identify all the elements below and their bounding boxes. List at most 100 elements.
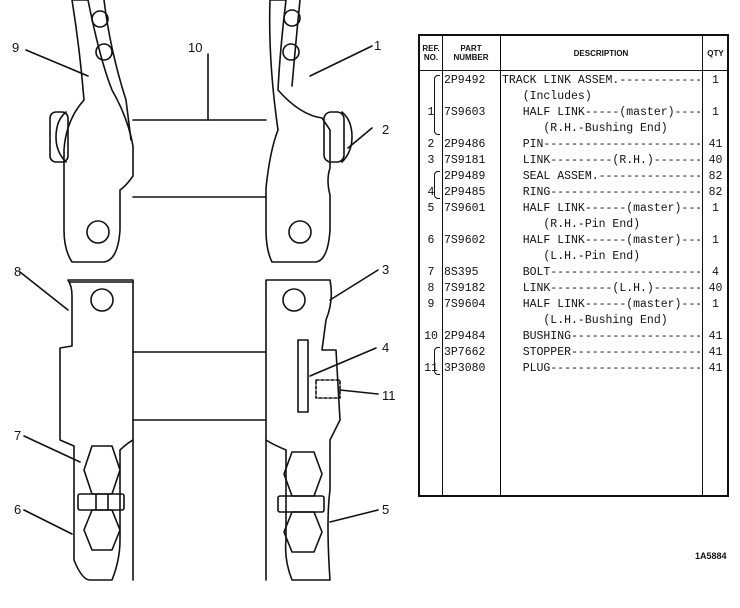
description-cell: (L.H.-Pin End) bbox=[502, 250, 641, 263]
table-row: 4 2P9485 RING------------------------ 82 bbox=[420, 185, 727, 201]
table-row: 1 7S9603 HALF LINK-----(master)------ 1 bbox=[420, 105, 727, 121]
qty-cell: 1 bbox=[712, 106, 719, 119]
callout-1: 1 bbox=[374, 38, 381, 53]
header-qty: QTY bbox=[707, 48, 724, 58]
table-row: (Includes) bbox=[420, 89, 727, 105]
description-cell: LINK---------(R.H.)--------- bbox=[502, 154, 700, 167]
column-divider bbox=[442, 36, 443, 495]
qty-cell: 82 bbox=[708, 186, 723, 199]
description-cell: RING------------------------ bbox=[502, 186, 700, 199]
callout-3: 3 bbox=[382, 262, 389, 277]
header-description: DESCRIPTION bbox=[573, 48, 629, 58]
description-cell: HALF LINK------(master)----- bbox=[502, 202, 700, 215]
qty-cell: 41 bbox=[708, 330, 723, 343]
table-row: 3P7662 STOPPER--------------------- 41 bbox=[420, 345, 727, 361]
description-cell: HALF LINK------(master)----- bbox=[502, 234, 700, 247]
part-number-cell: 3P7662 bbox=[444, 346, 486, 359]
table-row: (L.H.-Pin End) bbox=[420, 249, 727, 265]
callout-5: 5 bbox=[382, 502, 389, 517]
part-number-cell: 2P9486 bbox=[444, 138, 486, 151]
table-row: 2P9489 SEAL ASSEM.----------------- 82 bbox=[420, 169, 727, 185]
group-brace bbox=[434, 171, 440, 199]
callout-8: 8 bbox=[14, 264, 21, 279]
part-number-cell: 7S9604 bbox=[444, 298, 486, 311]
qty-cell: 4 bbox=[712, 266, 719, 279]
header-part-number: PART NUMBER bbox=[453, 44, 489, 62]
table-row: 6 7S9602 HALF LINK------(master)----- 1 bbox=[420, 233, 727, 249]
callout-7: 7 bbox=[14, 428, 21, 443]
callout-2: 2 bbox=[382, 122, 389, 137]
description-cell: (Includes) bbox=[502, 90, 592, 103]
column-divider bbox=[702, 36, 703, 495]
part-number-cell: 3P3080 bbox=[444, 362, 486, 375]
qty-cell: 41 bbox=[708, 362, 723, 375]
callout-9: 9 bbox=[12, 40, 19, 55]
group-brace bbox=[434, 347, 440, 375]
part-number-cell: 2P9485 bbox=[444, 186, 486, 199]
table-row: (L.H.-Bushing End) bbox=[420, 313, 727, 329]
qty-cell: 1 bbox=[712, 298, 719, 311]
qty-cell: 1 bbox=[712, 74, 719, 87]
ref-cell: 1 bbox=[427, 106, 435, 119]
description-cell: PLUG------------------------ bbox=[502, 362, 700, 375]
track-link-diagram: 9 10 1 2 8 3 4 11 7 6 5 bbox=[12, 0, 396, 581]
table-row: (R.H.-Bushing End) bbox=[420, 121, 727, 137]
ref-cell: 4 bbox=[427, 186, 435, 199]
part-number-cell: 2P9484 bbox=[444, 330, 486, 343]
table-row: 2 2P9486 PIN------------------------- 41 bbox=[420, 137, 727, 153]
qty-cell: 40 bbox=[708, 154, 723, 167]
qty-cell: 82 bbox=[708, 170, 723, 183]
part-number-cell: 7S9601 bbox=[444, 202, 486, 215]
part-number-cell: 2P9489 bbox=[444, 170, 486, 183]
qty-cell: 41 bbox=[708, 346, 723, 359]
callout-6: 6 bbox=[14, 502, 21, 517]
header-ref: REF. NO. bbox=[422, 44, 440, 62]
description-cell: BUSHING--------------------- bbox=[502, 330, 700, 343]
part-number-cell: 7S9603 bbox=[444, 106, 486, 119]
qty-cell: 41 bbox=[708, 138, 723, 151]
parts-table: REF. NO. PART NUMBER DESCRIPTION QTY 2P9… bbox=[418, 34, 729, 497]
description-cell: HALF LINK-----(master)------ bbox=[502, 106, 700, 119]
table-row: 10 2P9484 BUSHING--------------------- 41 bbox=[420, 329, 727, 345]
table-row: 5 7S9601 HALF LINK------(master)----- 1 bbox=[420, 201, 727, 217]
part-number-cell: 8S395 bbox=[444, 266, 479, 279]
description-cell: SEAL ASSEM.----------------- bbox=[502, 170, 700, 183]
ref-cell: 10 bbox=[424, 330, 438, 343]
ref-cell: 9 bbox=[427, 298, 435, 311]
table-row: (R.H.-Pin End) bbox=[420, 217, 727, 233]
qty-cell: 1 bbox=[712, 202, 719, 215]
callout-4: 4 bbox=[382, 340, 389, 355]
description-cell: HALF LINK------(master)----- bbox=[502, 298, 700, 311]
table-row: 2P9492 TRACK LINK ASSEM.------------- 1 bbox=[420, 73, 727, 89]
ref-cell: 6 bbox=[427, 234, 435, 247]
ref-cell: 2 bbox=[427, 138, 435, 151]
column-divider bbox=[500, 36, 501, 495]
qty-cell: 40 bbox=[708, 282, 723, 295]
ref-cell: 7 bbox=[427, 266, 435, 279]
ref-cell: 3 bbox=[427, 154, 435, 167]
description-cell: (R.H.-Pin End) bbox=[502, 218, 641, 231]
group-brace bbox=[434, 75, 440, 135]
description-cell: (L.H.-Bushing End) bbox=[502, 314, 668, 327]
table-row: 3 7S9181 LINK---------(R.H.)--------- 40 bbox=[420, 153, 727, 169]
description-cell: LINK---------(L.H.)--------- bbox=[502, 282, 700, 295]
description-cell: STOPPER--------------------- bbox=[502, 346, 700, 359]
table-header: REF. NO. PART NUMBER DESCRIPTION QTY bbox=[420, 36, 727, 71]
part-number-cell: 7S9181 bbox=[444, 154, 486, 167]
description-cell: PIN------------------------- bbox=[502, 138, 700, 151]
ref-cell: 8 bbox=[427, 282, 435, 295]
table-row: 7 8S395 BOLT------------------------ 4 bbox=[420, 265, 727, 281]
part-number-cell: 7S9602 bbox=[444, 234, 486, 247]
ref-cell: 5 bbox=[427, 202, 435, 215]
qty-cell: 1 bbox=[712, 234, 719, 247]
figure-code: 1A5884 bbox=[695, 551, 727, 561]
table-row: 9 7S9604 HALF LINK------(master)----- 1 bbox=[420, 297, 727, 313]
description-cell: BOLT------------------------ bbox=[502, 266, 700, 279]
callout-11: 11 bbox=[382, 388, 396, 403]
description-cell: TRACK LINK ASSEM.------------- bbox=[502, 74, 700, 87]
part-number-cell: 2P9492 bbox=[444, 74, 486, 87]
description-cell: (R.H.-Bushing End) bbox=[502, 122, 668, 135]
callout-10: 10 bbox=[188, 40, 202, 55]
